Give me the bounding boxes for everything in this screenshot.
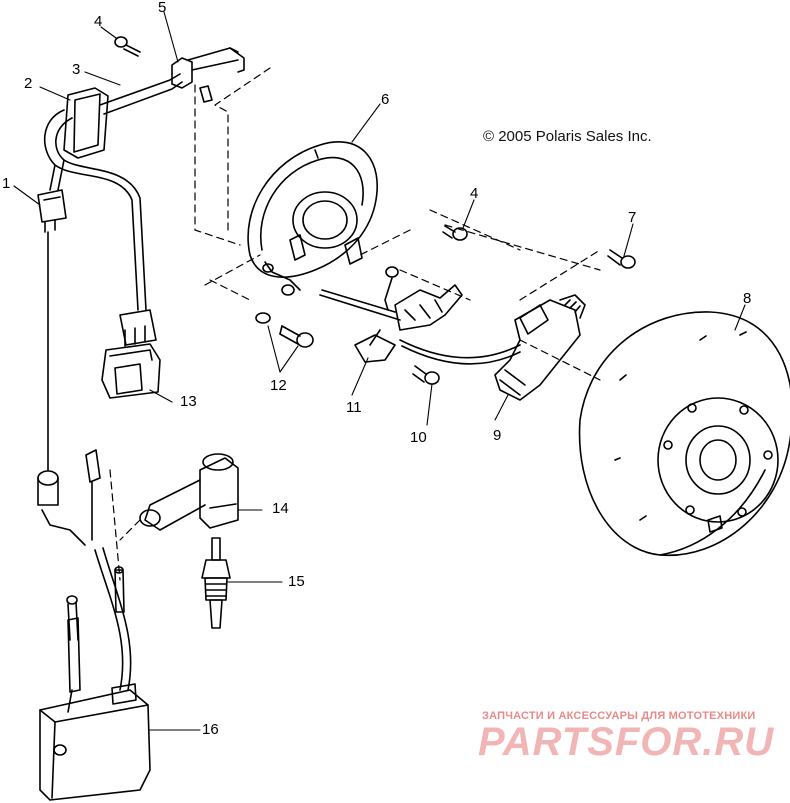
part-1-connector bbox=[37, 189, 67, 233]
part-2-regulator bbox=[43, 87, 147, 311]
callout-13: 13 bbox=[180, 393, 197, 410]
part-7-screw bbox=[607, 249, 636, 269]
part-3-wire-rod bbox=[99, 73, 183, 115]
wire-loop bbox=[384, 266, 521, 365]
callout-12: 12 bbox=[270, 377, 287, 394]
callout-16: 16 bbox=[202, 721, 219, 738]
watermark-logo: PARTSFOR.RU bbox=[478, 720, 775, 764]
callout-15: 15 bbox=[288, 573, 305, 590]
part-4-screw-top bbox=[114, 36, 141, 57]
callout-2: 2 bbox=[24, 75, 33, 92]
callout-10: 10 bbox=[410, 429, 427, 446]
part-5-clip bbox=[171, 47, 245, 103]
callout-11: 11 bbox=[346, 399, 362, 416]
leader-lines bbox=[13, 11, 746, 731]
callout-14: 14 bbox=[272, 500, 289, 517]
callout-1: 1 bbox=[2, 175, 11, 192]
part-15-spark-plug bbox=[201, 537, 231, 629]
part-9-coil bbox=[494, 294, 586, 401]
part-4-screw-mid bbox=[442, 225, 468, 241]
harness-connectors bbox=[37, 449, 101, 546]
callout-9: 9 bbox=[493, 427, 502, 444]
part-14-plug-cap bbox=[139, 453, 239, 531]
callout-5: 5 bbox=[158, 0, 167, 16]
part-13-plug bbox=[101, 309, 161, 399]
callout-7: 7 bbox=[628, 209, 637, 226]
callout-3: 3 bbox=[72, 61, 81, 78]
assembly-dashed-lines bbox=[109, 67, 601, 581]
part-12-screw-washer bbox=[255, 312, 314, 348]
watermark-tagline: ЗАПЧАСТИ И АКСЕССУАРЫ ДЛЯ МОТОТЕХНИКИ bbox=[482, 710, 756, 722]
callout-4-top: 4 bbox=[94, 13, 103, 30]
part-10-screw bbox=[412, 365, 440, 385]
part-6-stator-plate bbox=[247, 141, 378, 296]
callout-4-mid: 4 bbox=[470, 185, 479, 202]
callout-6: 6 bbox=[381, 91, 390, 108]
part-11-pickup bbox=[319, 284, 463, 363]
part-16-ignition-coil bbox=[39, 547, 151, 801]
callout-8: 8 bbox=[743, 290, 752, 307]
copyright-notice: © 2005 Polaris Sales Inc. bbox=[483, 128, 652, 145]
part-8-flywheel bbox=[578, 311, 790, 557]
